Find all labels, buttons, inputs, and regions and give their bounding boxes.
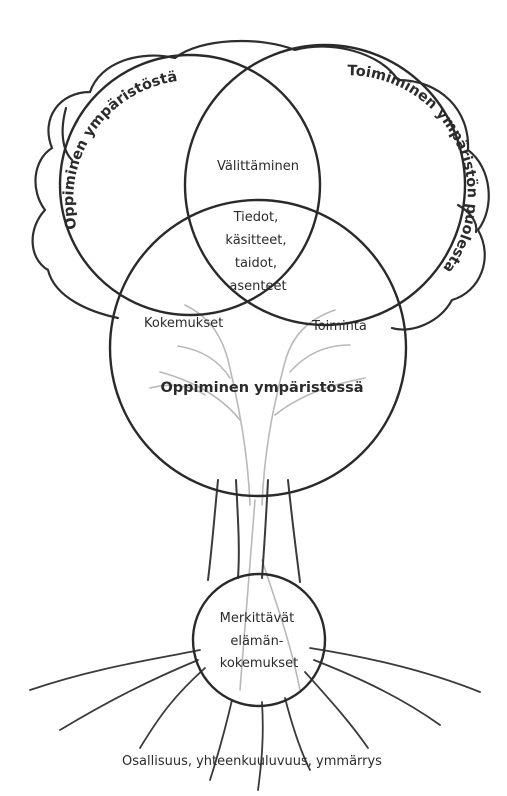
center-line-4: asenteet [229, 279, 286, 294]
center-line-1: Tiedot, [233, 210, 279, 225]
label-caring: Välittäminen [217, 159, 299, 174]
label-knowledge-center: Tiedot, käsitteet, taidot, asenteet [225, 210, 290, 294]
label-significant-life-experiences: Merkittävät elämän- kokemukset [220, 611, 299, 671]
label-learning-in-environment: Oppiminen ympäristössä [160, 380, 363, 396]
root-line-1: Merkittävät [220, 611, 295, 626]
label-action: Toiminta [311, 319, 367, 334]
label-ground-caption: Osallisuus, yhteenkuuluvuus, ymmärrys [122, 754, 382, 769]
tree-veins [150, 305, 365, 690]
circle-acting-for-environment [185, 45, 465, 325]
label-acting-for-environment: Toimiminen ympäristön puolesta [347, 63, 480, 275]
center-line-3: taidot, [235, 256, 277, 271]
root-line-2: elämän- [230, 634, 283, 649]
label-experiences: Kokemukset [144, 316, 223, 331]
root-line-3: kokemukset [220, 656, 298, 671]
circle-learning-from-environment [60, 55, 320, 315]
center-line-2: käsitteet, [225, 233, 286, 248]
